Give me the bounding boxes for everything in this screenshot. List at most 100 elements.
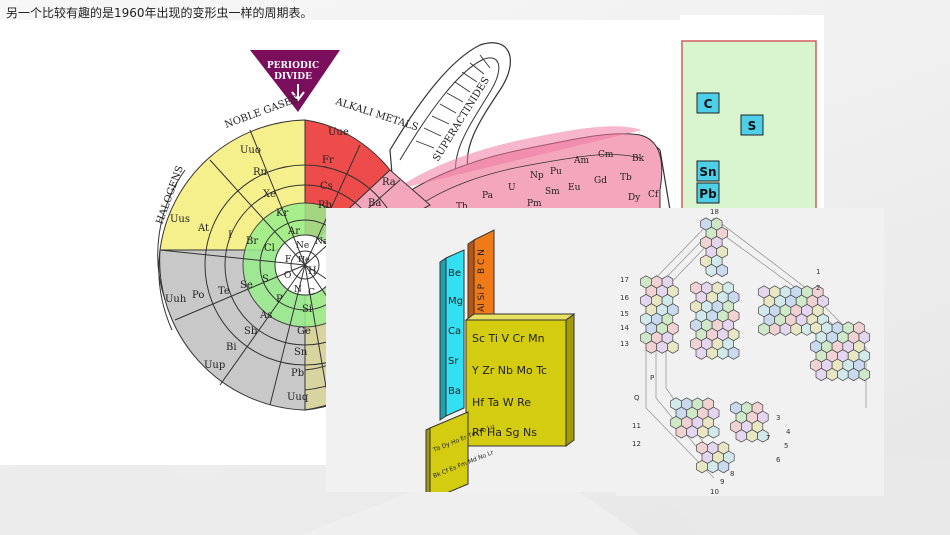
element-th: Th (456, 202, 468, 212)
hex-cell (837, 367, 849, 382)
hex-cell (675, 425, 688, 439)
element-tb: Tb (620, 173, 632, 183)
slide-caption: 另一个比较有趣的是1960年出现的变形虫一样的周期表。 (6, 6, 313, 20)
hex-num-9: 9 (720, 478, 724, 486)
hex-cell (746, 429, 758, 443)
hex-cell-grid (640, 217, 871, 474)
element-uuh: Uuh (165, 294, 187, 305)
hex-cell (735, 429, 748, 443)
hexagonal-periodic-map-image: 18 17 16 15 14 13 1 2 3 4 5 6 7 8 9 10 1… (616, 208, 884, 496)
element-np: Np (530, 171, 544, 181)
element-n: N (294, 285, 302, 295)
hex-cell (645, 340, 658, 354)
blue-sr: Sr (448, 356, 459, 367)
hex-cell (686, 425, 698, 439)
hex-cell (779, 322, 792, 336)
periodic-divide-marker (250, 50, 340, 112)
yellow-row-4: Rf Ha Sg Ns (472, 426, 537, 439)
blue-ca: Ca (448, 326, 461, 337)
hex-num-3: 3 (776, 414, 780, 422)
hex-num-11: 11 (632, 422, 641, 430)
element-rn: Rn (253, 167, 268, 178)
element-dy: Dy (628, 193, 641, 203)
hex-num-16: 16 (620, 294, 629, 302)
element-bk: Bk (632, 154, 645, 164)
element-uuq: Uuq (287, 392, 309, 403)
element-cm: Cm (598, 150, 614, 160)
hex-num-8: 8 (730, 470, 734, 478)
hex-num-6: 6 (776, 456, 781, 464)
blue-mg: Mg (448, 296, 463, 307)
label-divide: DIVIDE (274, 72, 312, 82)
orange-row-1: B C N (477, 249, 487, 274)
hex-cell (696, 459, 708, 474)
hex-cell (790, 322, 802, 336)
hex-cell (769, 322, 781, 336)
element-he: He (298, 255, 310, 264)
element-pa: Pa (482, 191, 494, 201)
element-po: Po (192, 290, 204, 301)
hex-cell (707, 459, 719, 474)
element-o: O (284, 271, 291, 281)
element-ra: Ra (382, 177, 396, 188)
element-as: As (259, 310, 272, 321)
element-te: Te (218, 286, 230, 297)
element-am: Am (573, 156, 589, 166)
element-xe: Xe (263, 189, 276, 200)
hex-cell (695, 346, 708, 360)
hex-num-13: 13 (620, 340, 629, 348)
hex-num-2: 2 (816, 284, 820, 292)
green-grid-table-image: C S Sn Pb (680, 15, 824, 210)
element-c: C (308, 288, 315, 298)
hex-cell (758, 322, 770, 336)
hex-cell (716, 263, 728, 278)
element-si: Si (302, 304, 312, 315)
element-ar: Ar (287, 226, 300, 237)
hex-cell (697, 425, 709, 439)
element-at: At (197, 223, 209, 234)
cell-sn: Sn (699, 165, 716, 179)
element-sn: Sn (294, 347, 308, 358)
3d-periodic-model-image: B C N Al Si P Be Mg Ca Sr Ba Sc Ti V Cr … (326, 208, 616, 492)
element-i: I (228, 230, 232, 241)
element-pm: Pm (527, 199, 542, 209)
hex-num-14: 14 (620, 324, 629, 332)
element-cl: Cl (264, 243, 275, 254)
blue-be: Be (448, 268, 461, 279)
hex-num-15: 15 (620, 310, 629, 318)
hex-num-17: 17 (620, 276, 629, 284)
element-ne: Ne (296, 241, 309, 251)
yellow-row-3: Hf Ta W Re (472, 396, 531, 409)
cell-pb: Pb (699, 187, 717, 201)
hex-num-1: 1 (816, 268, 820, 276)
yellow-row-2: Y Zr Nb Mo Tc (471, 364, 547, 377)
hex-cell (847, 367, 860, 382)
element-cf: Cf (648, 190, 659, 200)
element-uue: Uue (328, 127, 349, 138)
element-na: Na (315, 237, 329, 247)
element-gd: Gd (594, 176, 607, 186)
element-pu: Pu (550, 167, 562, 177)
element-bi: Bi (226, 342, 237, 353)
element-fr: Fr (322, 155, 334, 166)
element-pb: Pb (291, 368, 304, 379)
element-s: S (262, 274, 269, 285)
hex-cell (717, 459, 730, 474)
element-uus: Uus (170, 214, 190, 225)
hex-cell (826, 367, 838, 382)
hex-num-q: Q (634, 394, 640, 402)
orange-row-2: Al Si P (477, 283, 487, 312)
element-p: P (276, 294, 283, 305)
element-kr: Kr (276, 208, 288, 219)
hex-cell (707, 425, 720, 439)
element-ba: Ba (368, 198, 381, 209)
element-br: Br (246, 236, 258, 247)
hex-num-10: 10 (710, 488, 719, 496)
cell-c: C (704, 97, 713, 111)
element-sb: Sb (244, 326, 257, 337)
element-sm: Sm (545, 187, 560, 197)
hex-num-4: 4 (786, 428, 791, 436)
element-eu: Eu (568, 183, 581, 193)
hex-cell (656, 340, 668, 354)
hex-cell (858, 367, 871, 382)
